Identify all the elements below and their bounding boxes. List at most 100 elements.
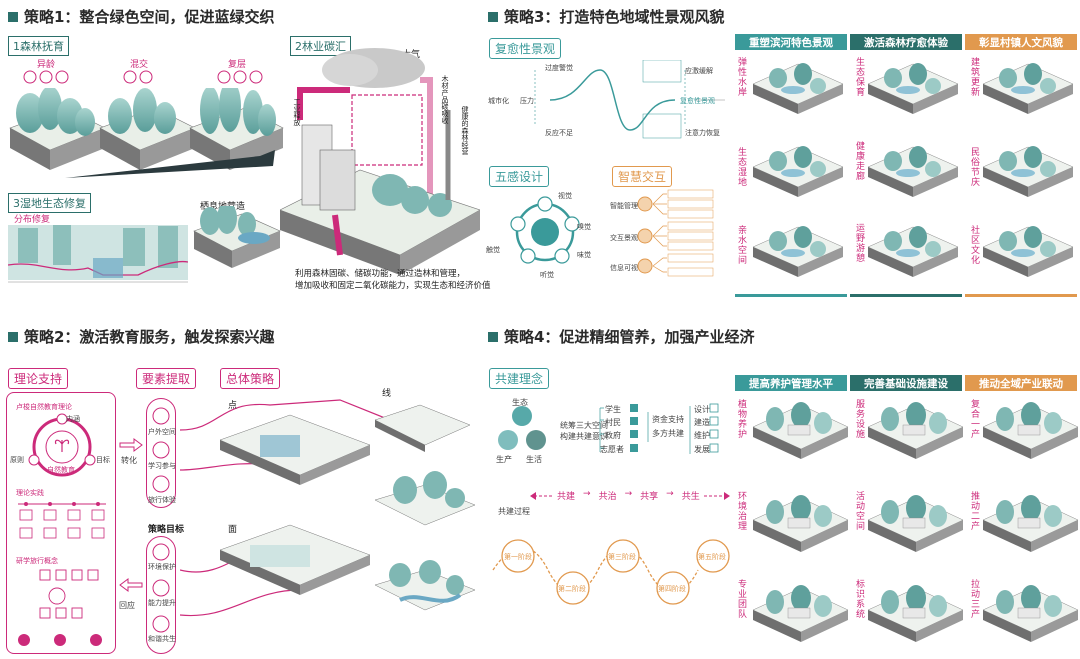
bullet-square: [8, 11, 18, 22]
actor-government: 政府: [605, 431, 621, 440]
theory-support-label: 理论支持: [8, 368, 69, 389]
layered-label: 复层: [228, 60, 247, 70]
actor-volunteer: 志愿者: [600, 445, 624, 454]
convert-label: 转化: [121, 456, 137, 465]
study-tour-label: 研学旅行概念: [16, 557, 58, 565]
triad-ecology: 生态: [512, 398, 528, 407]
q3-item-3-1: 建筑更新: [970, 58, 980, 98]
sense-touch: 触觉: [486, 246, 500, 254]
step-build: 建造: [694, 418, 710, 427]
restorative-term: 复愈性景观: [680, 97, 715, 105]
strategy2-title: 策略2：激活教育服务，触发探索兴趣: [8, 326, 274, 347]
q3-item-3-3: 社区文化: [970, 226, 980, 266]
carbon-caption-1: 利用森林固碳、储碳功能，通过造林和管理，: [295, 269, 466, 279]
q3-iso-grid: [752, 62, 1074, 278]
smart-visual: 信息可视: [610, 264, 638, 272]
carbon-caption-2: 增加吸收和固定二氧化碳能力，实现生态和经济价值: [295, 281, 491, 291]
strategy-goals-label: 策略目标: [148, 525, 185, 535]
phase-1: 第一阶段: [504, 553, 532, 561]
q4-iso-grid: [752, 401, 1079, 643]
q3-underbar-1: [735, 294, 847, 297]
wood-sink-label: 木材产品碳吸收: [441, 75, 449, 124]
q4-item-2-1: 服务设施: [855, 400, 865, 440]
element-extract-label: 要素提取: [136, 368, 197, 389]
q4-item-1-2: 环境治理: [737, 492, 747, 532]
distribution-label: 分布修复: [14, 215, 51, 225]
smart-items-diagram: [637, 189, 714, 277]
sense-taste: 味觉: [577, 251, 591, 259]
co-build-label: 共建理念: [489, 368, 550, 389]
q4-item-2-3: 标识系统: [855, 580, 865, 620]
strategy4-title: 策略4：促进精细管养，加强产业经济: [488, 326, 754, 347]
wetland-section-illustration: [8, 225, 188, 283]
q4-item-1-1: 植物养护: [737, 400, 747, 440]
carbon-cycle-illustration: [280, 48, 480, 275]
forest-blocks-illustration: [9, 88, 284, 178]
five-senses-label: 五感设计: [489, 166, 550, 187]
attention-recovery-term: 注意力恢复: [685, 129, 720, 137]
strategy3-title: 策略3：打造特色地域性景观风貌: [488, 6, 724, 27]
extract-outdoor: 户外空间: [148, 428, 176, 436]
actors-bracket: [599, 403, 719, 454]
q4-col-head-3: 推动全域产业联动: [965, 375, 1077, 391]
q3-col-head-3: 彰显村镇人文风貌: [965, 34, 1077, 50]
area-label: 面: [228, 525, 238, 535]
goal-environment: 环境保护: [148, 563, 176, 571]
q3-item-3-2: 民俗节庆: [970, 148, 980, 188]
habitat-block-illustration: [193, 206, 281, 268]
slogan-row: 共建→ 共治→ 共享→ 共生: [553, 489, 704, 502]
nature-edu-label: 自然教育: [47, 466, 75, 474]
healing-curve-diagram: [534, 60, 725, 139]
principle-label: 原则: [10, 456, 24, 464]
q4-item-3-3: 拉动三产: [970, 580, 980, 620]
extract-panel: [146, 398, 176, 508]
actor-villager: 村民: [605, 418, 621, 427]
carbon-sink-label: 2林业碳汇: [290, 36, 351, 56]
respond-label: 回应: [119, 601, 135, 610]
goal-capacity: 能力提升: [148, 599, 176, 607]
triad-production: 生产: [496, 455, 512, 464]
q3-item-2-3: 运野游憩: [855, 224, 865, 264]
q3-item-2-1: 生态保育: [855, 58, 865, 98]
phase-4: 第四阶段: [658, 585, 686, 593]
point-label: 点: [228, 401, 238, 411]
q4-col-head-1: 提高养护管理水平: [735, 375, 847, 391]
q4-item-2-2: 活动空间: [855, 492, 865, 532]
strategy1-title: 策略1：整合绿色空间，促进蓝绿交织: [8, 6, 274, 27]
q3-underbar-2: [850, 294, 962, 297]
industry-label: 工业释放: [293, 98, 301, 126]
line-label: 线: [382, 389, 392, 399]
support-multi: 多方共建: [652, 429, 684, 438]
forest-icon-row: [23, 70, 263, 84]
goal-harmony: 和谐共生: [148, 635, 176, 643]
q4-item-3-1: 复合一产: [970, 400, 980, 440]
flow-awareness: 构建共建意识: [560, 432, 608, 441]
smart-interaction-label: 智慧交互: [612, 166, 673, 187]
overall-strategy-label: 总体策略: [220, 368, 281, 389]
q4-item-1-3: 专业团队: [737, 580, 747, 620]
sense-smell: 嗅觉: [577, 223, 591, 231]
q3-item-1-3: 亲水空间: [737, 226, 747, 266]
uneven-age-label: 异龄: [37, 60, 56, 70]
goals-panel: [146, 536, 176, 654]
convert-respond-arrows: [119, 438, 143, 592]
q3-underbar-3: [965, 294, 1077, 297]
practice-label: 理论实践: [16, 489, 44, 497]
forest-care-label: 1森林抚育: [8, 36, 69, 56]
triad-diagram: [498, 406, 546, 450]
hypervigilance-term: 过度警觉: [545, 64, 573, 72]
phase-5: 第五阶段: [698, 553, 726, 561]
step-design: 设计: [694, 405, 710, 414]
goal-label: 目标: [96, 456, 110, 464]
theory-panel: [6, 392, 116, 654]
extract-learning: 学习参与: [148, 462, 176, 470]
rousseau-label: 卢梭自然教育理论: [16, 403, 72, 411]
extract-icons: [152, 407, 170, 493]
forest-mgmt-label: 健康的森林经营: [461, 106, 469, 155]
bullet-square: [8, 331, 18, 342]
sense-hearing: 听觉: [540, 271, 554, 279]
q3-col-head-2: 激活森林疗愈体验: [850, 34, 962, 50]
step-maintain: 维护: [694, 431, 710, 440]
sense-sight: 视觉: [558, 192, 572, 200]
overall-strategy-illustration: [180, 399, 476, 617]
